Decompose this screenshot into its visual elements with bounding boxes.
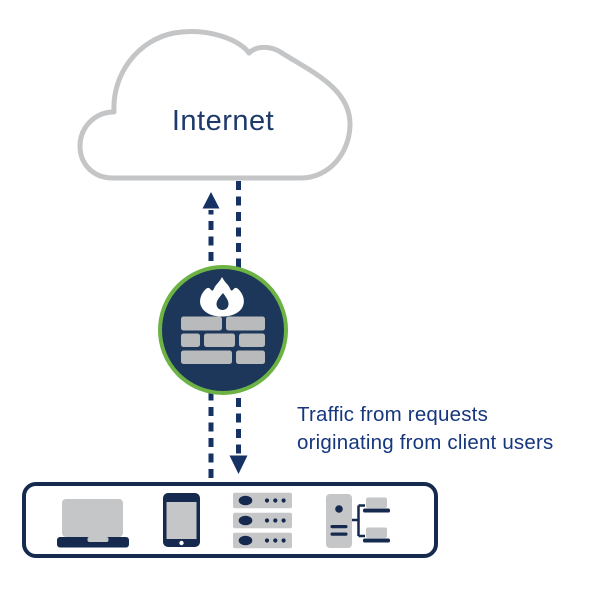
traffic-annotation-line: Traffic from requests — [297, 403, 489, 426]
laptop-notch — [87, 537, 109, 542]
laptop-screen — [62, 499, 123, 537]
brick — [204, 333, 235, 347]
network-connector-lines — [352, 504, 365, 538]
client-network-box — [22, 482, 438, 558]
client-laptop-icon — [363, 497, 390, 513]
client-laptop-base — [363, 508, 390, 513]
brick — [181, 316, 222, 331]
server-led — [238, 495, 253, 506]
phone-screen — [166, 502, 197, 539]
firewall-icon — [158, 265, 288, 395]
brick — [239, 333, 265, 347]
laptop-icon — [57, 499, 129, 548]
server-stack-icon — [233, 492, 292, 549]
tower-slot — [330, 525, 348, 529]
tower-slot — [330, 532, 348, 536]
internet-cloud-icon — [77, 29, 353, 181]
client-network-border — [22, 482, 438, 558]
server-unit — [233, 492, 292, 509]
tower-body — [326, 494, 352, 548]
downstream-arrowhead-icon — [229, 455, 248, 474]
client-laptop-icon — [363, 527, 390, 543]
client-laptop-screen — [366, 527, 387, 538]
traffic-annotation: Traffic from requests originating from c… — [297, 401, 597, 457]
phone-home-button — [179, 540, 184, 546]
brick-wall-icon — [181, 316, 265, 364]
workstation-network-icon — [326, 494, 390, 548]
brick — [181, 350, 232, 364]
server-led — [238, 515, 253, 526]
flame-core — [216, 293, 229, 310]
client-laptop-screen — [366, 497, 387, 508]
tower-power-button — [335, 505, 343, 513]
brick — [181, 333, 200, 347]
laptop-base — [57, 537, 129, 548]
smartphone-icon — [163, 493, 200, 547]
client-laptop-base — [363, 538, 390, 543]
brick — [226, 316, 265, 331]
traffic-annotation-line: originating from client users — [297, 431, 554, 454]
upstream-arrowhead-icon — [202, 192, 220, 209]
server-led — [238, 535, 253, 546]
brick — [236, 350, 265, 364]
upstream-arrow — [202, 192, 220, 478]
server-unit — [233, 512, 292, 529]
server-unit — [233, 532, 292, 549]
internet-label: Internet — [171, 105, 275, 137]
downstream-arrow — [229, 181, 248, 474]
